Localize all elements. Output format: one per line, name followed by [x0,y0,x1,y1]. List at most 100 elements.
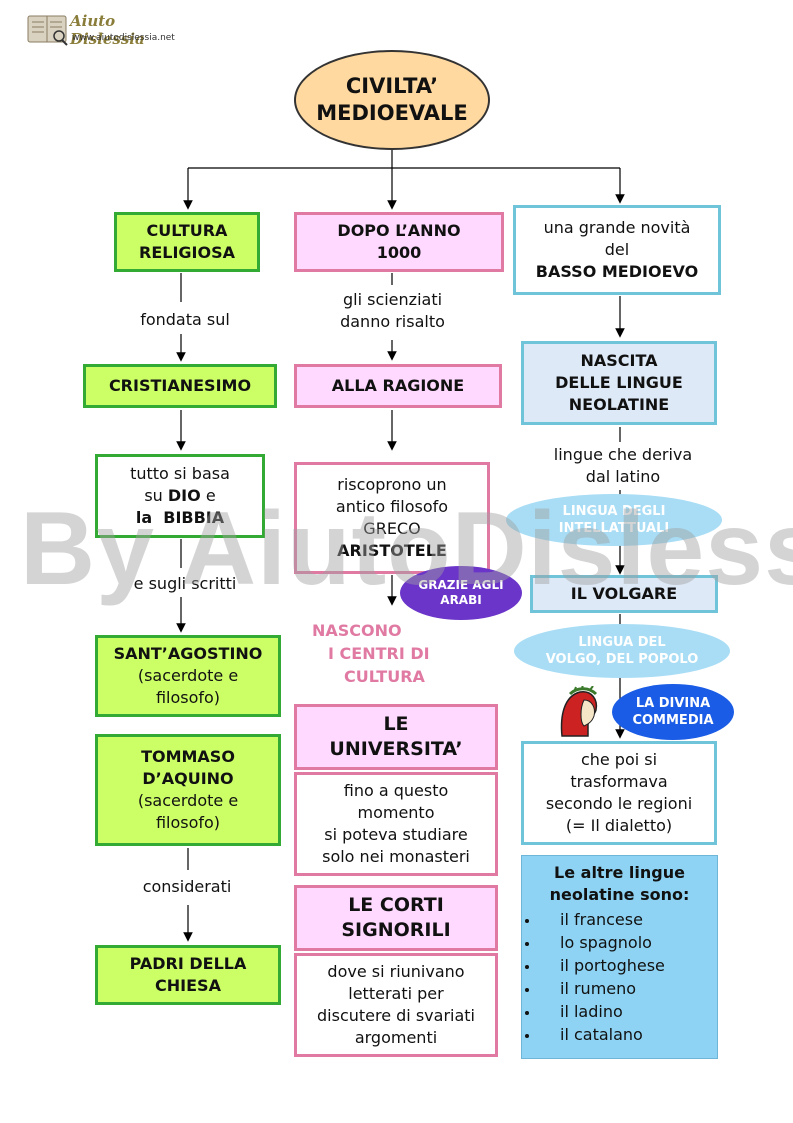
religiosa-line: RELIGIOSA [139,243,235,262]
dopo-anno-1000-box: DOPO L’ANNO 1000 [294,212,504,272]
chiesa-line: CHIESA [155,976,221,995]
nascono-centri-cultura: NASCONO I CENTRI DI CULTURA [298,619,478,688]
latino-line1: lingue che deriva [553,445,693,464]
basso-medioevo-box: una grande novità del BASSO MEDIOEVO [513,205,721,295]
label-fondata-sul: fondata sul [140,310,230,329]
universita-box: LE UNIVERSITA’ [294,704,498,770]
title-line-1: CIVILTA’ [345,74,439,98]
su-dio-line: su DIO e [144,485,215,507]
title-ellipse: CIVILTA’ MEDIOEVALE [294,50,490,150]
novita-line1: una grande novità [543,218,691,237]
nascono-line3: CULTURA [344,667,425,686]
il-volgare-box: IL VOLGARE [530,575,718,613]
dialetto-box: che poi si trasformava secondo le region… [521,741,717,845]
monasteri-line2: momento [357,803,435,822]
tommaso-box: TOMMASO D’AQUINO (sacerdote e filosofo) [95,734,281,846]
divina-line1: LA DIVINA [635,696,711,711]
la-bibbia-line: la BIBBIA [136,507,224,529]
dialetto-line1: che poi si [580,750,658,769]
list-item: il ladino [540,1000,717,1023]
dialetto-line4: (= Il dialetto) [565,816,673,835]
divina-commedia-ellipse: LA DIVINA COMMEDIA [612,684,734,740]
letterati-line3: discutere di svariati [317,1006,475,1025]
lingue-neolatine-box: NASCITA DELLE LINGUE NEOLATINE [521,341,717,425]
list-item: il francese [540,908,717,931]
intellettuali-line1: LINGUA DEGLI [562,504,666,519]
latino-line2: dal latino [585,467,661,486]
bibbia-text: BIBBIA [163,508,225,527]
dante-portrait-icon [560,686,598,737]
title-line-2: MEDIOEVALE [316,101,468,125]
la-text: la [135,508,153,527]
volgo-popolo-ellipse: LINGUA DEL VOLGO, DEL POPOLO [514,624,730,678]
dialetto-line3: secondo le regioni [545,794,693,813]
aristotele-line4: ARISTOTELE [337,541,447,560]
volgo-line2: VOLGO, DEL POPOLO [545,652,699,667]
dialetto-line2: trasformava [570,772,668,791]
delle-lingue-line: DELLE LINGUE [555,373,683,392]
nascono-line2: I CENTRI DI [328,644,430,663]
aristotele-box: riscoprono un antico filosofo GRECO ARIS… [294,462,490,574]
cristianesimo-box: CRISTIANESIMO [83,364,277,408]
grazie-arabi-bubble: GRAZIE AGLI ARABI [400,566,522,620]
letterati-box: dove si riunivano letterati per discuter… [294,953,498,1057]
altre-lingue-box: Le altre lingue neolatine sono: il franc… [521,855,718,1059]
monasteri-line1: fino a questo [343,781,449,800]
list-item: il catalano [540,1023,717,1046]
cultura-line: CULTURA [146,221,228,240]
tommaso-title2: D’AQUINO [142,769,234,788]
nascono-line1: NASCONO [312,621,402,640]
label-considerati: considerati [142,877,232,896]
altre-lingue-title1: Le altre lingue [554,863,685,882]
grazie-line: GRAZIE AGLI [418,578,504,592]
monasteri-line4: solo nei monasteri [322,847,470,866]
intellettuali-ellipse: LINGUA DEGLI INTELLATTUALI [506,494,722,546]
dopo-line: DOPO L’ANNO [337,221,461,240]
su-text: su [144,486,168,505]
list-item: il portoghese [540,954,717,977]
label-lingue-latino: lingue che deriva dal latino [528,444,718,488]
letterati-line1: dove si riunivano [327,962,465,981]
sant-agostino-sub2: filosofo) [155,688,221,707]
dio-bibbia-box: tutto si basa su DIO e la BIBBIA [95,454,265,538]
dio-text: DIO [167,486,201,505]
nascita-line: NASCITA [580,351,658,370]
divina-line2: COMMEDIA [632,713,714,728]
cristianesimo-text: CRISTIANESIMO [108,376,252,395]
label-scienziati: gli scienziati danno risalto [300,289,485,333]
languages-list: il francese lo spagnolo il portoghese il… [522,908,717,1046]
list-item: lo spagnolo [540,931,717,954]
corti-line: LE CORTI [348,894,444,916]
aristotele-line1: riscoprono un [337,475,447,494]
scienziati-line1: gli scienziati [342,290,443,309]
list-item: il rumeno [540,977,717,1000]
logo-url: www.aiutodislessia.net [72,33,175,43]
tommaso-sub2: filosofo) [155,813,221,832]
novita-line2: del [604,240,630,259]
padri-chiesa-box: PADRI DELLA CHIESA [95,945,281,1005]
tommaso-title1: TOMMASO [141,747,235,766]
letterati-line2: letterati per [348,984,444,1003]
aristotele-line2: antico filosofo [335,497,449,516]
e-text: e [200,486,216,505]
aristotele-line3: GRECO [363,519,421,538]
intellettuali-line2: INTELLATTUALI [558,521,670,536]
novita-line3: BASSO MEDIOEVO [535,262,699,281]
universita-line: UNIVERSITA’ [329,738,463,760]
label-e-sugli-scritti: e sugli scritti [133,574,237,593]
neolatine-line: NEOLATINE [568,395,670,414]
letterati-line4: argomenti [354,1028,438,1047]
corti-signorili-box: LE CORTI SIGNORILI [294,885,498,951]
le-line: LE [383,713,409,735]
logo-brand: Aiuto Dislessia [70,12,145,48]
sant-agostino-title: SANT’AGOSTINO [113,644,263,663]
anno-line: 1000 [376,243,422,262]
tutto-si-basa: tutto si basa [130,464,230,483]
monasteri-box: fino a questo momento si poteva studiare… [294,772,498,876]
alla-ragione-box: ALLA RAGIONE [294,364,502,408]
il-volgare-text: IL VOLGARE [570,584,678,603]
scienziati-line2: danno risalto [340,312,445,331]
tommaso-sub1: (sacerdote e [137,791,239,810]
volgo-line1: LINGUA DEL [578,635,666,650]
